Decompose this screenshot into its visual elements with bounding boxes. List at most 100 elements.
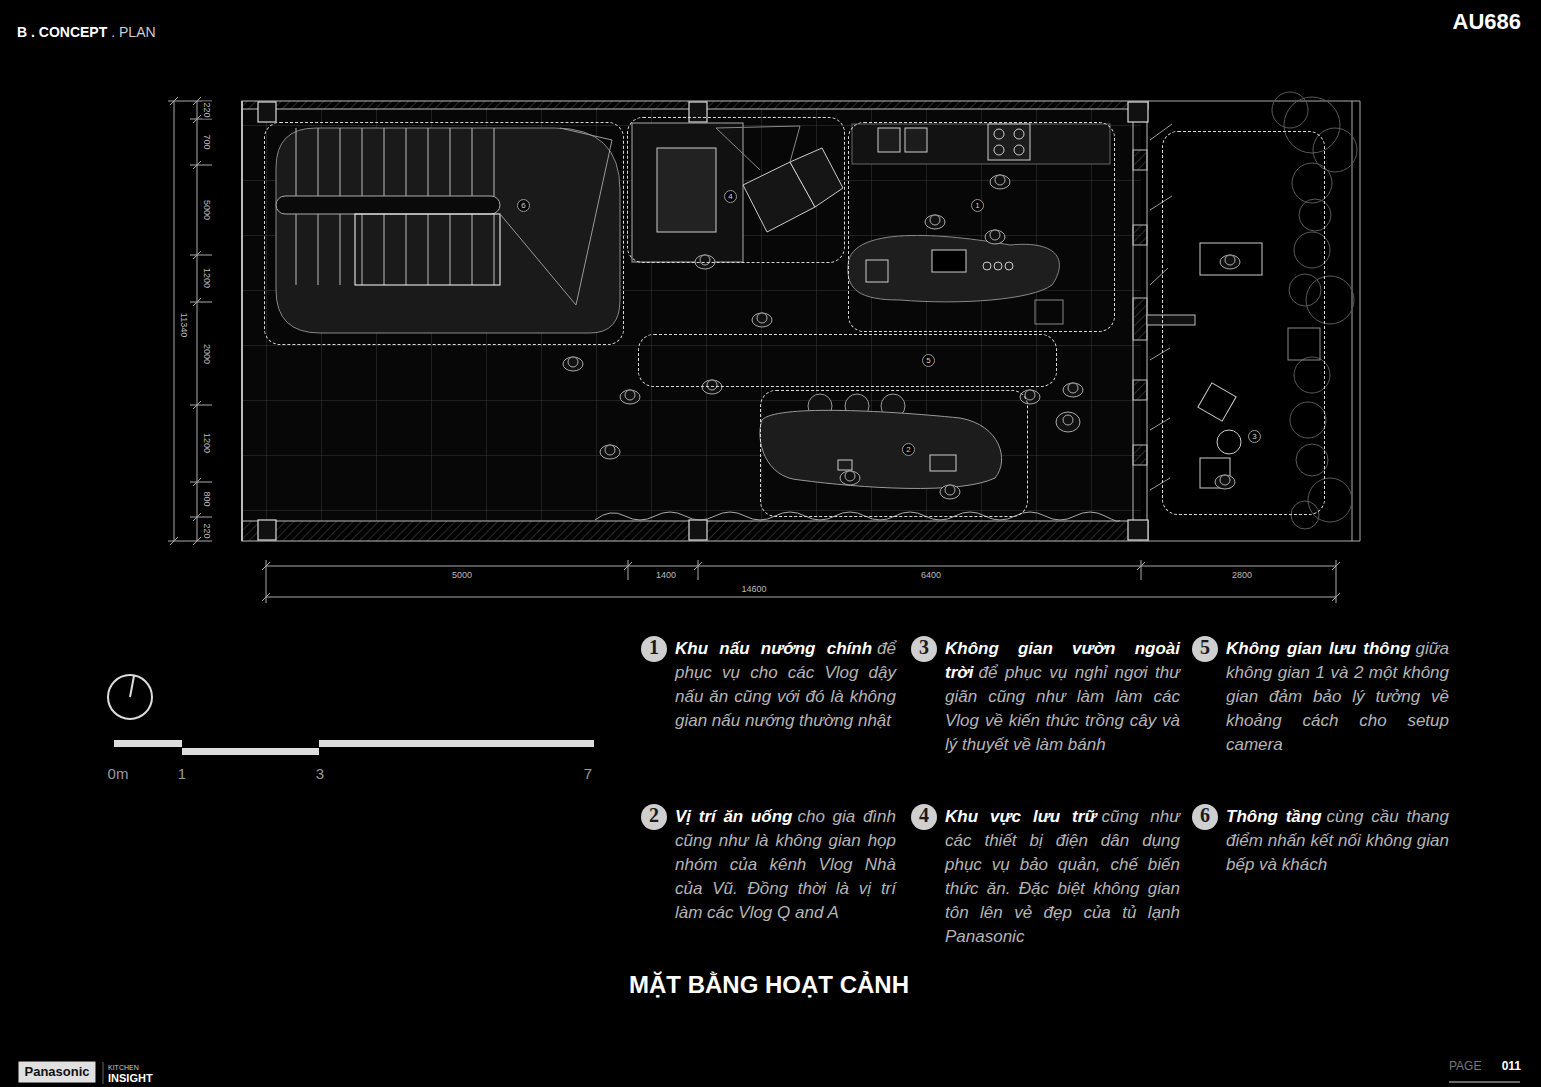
- people: [600, 445, 620, 459]
- callout-number: 1: [971, 199, 984, 212]
- zone-outline: 3: [1162, 131, 1325, 515]
- people: [702, 380, 722, 394]
- callout-number: 4: [911, 804, 937, 830]
- dining: [838, 460, 852, 470]
- tree: [1308, 478, 1352, 522]
- columns: [689, 102, 707, 122]
- legend-item: 1Khu nấu nướng chínhđể phục vụ cho các V…: [641, 637, 896, 733]
- tree: [1289, 274, 1321, 306]
- legend-heading: Không gian lưu thông: [1226, 639, 1411, 658]
- garden: [1148, 541, 1360, 542]
- brand-text: INSIGHT: [108, 1072, 153, 1085]
- people: [1215, 475, 1235, 489]
- legend-heading: Thông tầng: [1226, 807, 1322, 826]
- tree: [1290, 402, 1326, 438]
- page-label: PAGE: [1449, 1060, 1481, 1074]
- tree: [1313, 128, 1357, 172]
- tree: [1306, 276, 1354, 324]
- people: [752, 313, 772, 327]
- staircase: [276, 196, 500, 214]
- zone-outline: 4: [627, 117, 845, 263]
- garden: [1200, 243, 1262, 275]
- people: [695, 255, 715, 269]
- scale-bar: [114, 740, 182, 747]
- north-arrow: [108, 675, 152, 719]
- callout-number: 5: [922, 354, 935, 367]
- staircase: [500, 128, 612, 305]
- garden: [1217, 430, 1241, 454]
- callout-number: 6: [517, 199, 530, 212]
- people: [1025, 390, 1035, 400]
- dimension-lines: [174, 101, 175, 541]
- legend-item: 4Khu vực lưu trữcũng như các thiết bị đi…: [911, 805, 1180, 949]
- people: [1020, 390, 1040, 404]
- dimension-lines: [262, 562, 1340, 601]
- tree: [1292, 163, 1332, 203]
- footer-lines: [1449, 1081, 1520, 1083]
- floor: [242, 109, 1141, 521]
- kitchen: [1005, 262, 1013, 270]
- columns: [689, 520, 707, 540]
- dimension-lines: [266, 560, 1336, 603]
- kitchen: [848, 124, 1110, 324]
- garden: [1360, 101, 1361, 541]
- footer-lines: [103, 1062, 104, 1084]
- staircase: [296, 128, 494, 196]
- section-title: . PLAN: [111, 24, 155, 40]
- people: [700, 255, 710, 265]
- scale-bar: [182, 748, 319, 755]
- kitchen: [866, 260, 888, 282]
- walls: [242, 521, 1148, 541]
- callout-number: 2: [902, 443, 915, 456]
- scale-bar: [319, 740, 594, 747]
- staircase: [276, 128, 620, 333]
- garden: [1148, 101, 1360, 102]
- callout-number: 3: [911, 636, 937, 662]
- staircase: [296, 214, 494, 285]
- walls: [1150, 124, 1172, 490]
- people: [990, 175, 1010, 189]
- dimension: 800: [202, 490, 212, 507]
- zone-outline: 2: [760, 390, 1028, 517]
- columns: [258, 102, 1148, 540]
- kitchen: [852, 124, 1110, 164]
- scale-bar: [114, 740, 594, 755]
- dimension: 1200: [202, 267, 212, 289]
- tree: [1272, 92, 1308, 128]
- floor: [242, 109, 1141, 521]
- people: [995, 175, 1005, 185]
- walls: [1133, 445, 1147, 465]
- kitchen: [994, 129, 1004, 139]
- callout-number: 4: [724, 190, 737, 203]
- dimension-lines: [197, 101, 198, 541]
- kitchen: [932, 250, 966, 272]
- people: [620, 390, 640, 404]
- dining: [760, 394, 1002, 488]
- people: [707, 380, 717, 390]
- kitchen: [994, 262, 1002, 270]
- dimension: 1400: [655, 570, 677, 580]
- storage: [632, 123, 743, 262]
- callout-number: 3: [1248, 430, 1261, 443]
- people: [1063, 383, 1083, 397]
- zone-outline: 6: [264, 122, 624, 345]
- walls: [1133, 225, 1147, 245]
- dimension-lines: [168, 97, 1340, 603]
- kitchen: [1014, 145, 1024, 155]
- people: [1056, 412, 1080, 432]
- storage: [632, 123, 843, 262]
- dimension: 14600: [740, 584, 767, 594]
- dimension-lines: [168, 101, 212, 541]
- people: [605, 445, 615, 455]
- zone-outline: 1: [848, 122, 1115, 332]
- people: [945, 485, 955, 495]
- dimension: 1200: [202, 432, 212, 454]
- people: [1220, 255, 1240, 269]
- footer-lines: [103, 1062, 1520, 1084]
- walls: [242, 101, 1195, 541]
- people: [563, 357, 583, 371]
- dimension-lines: [170, 97, 201, 545]
- dimension: 700: [202, 133, 212, 150]
- kitchen: [1014, 129, 1024, 139]
